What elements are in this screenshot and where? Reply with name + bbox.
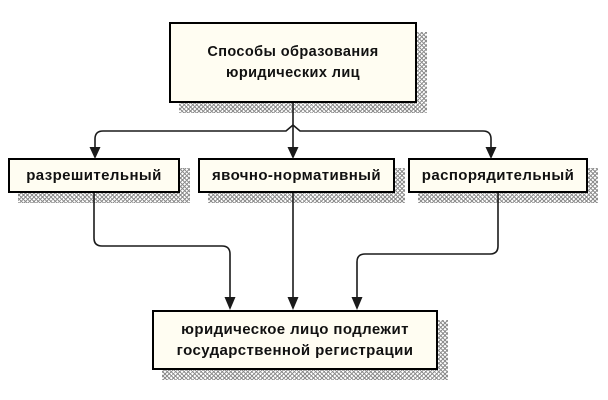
box-label-line: распорядительный	[421, 167, 575, 184]
box-declarative-normative-method: явочно-нормативный	[198, 158, 405, 203]
box-formation-methods: Способы образования юридических лиц	[169, 22, 427, 113]
box-permissive-method-face: разрешительный	[8, 158, 180, 193]
arrowhead-icon	[351, 297, 363, 310]
edge-root-branch	[94, 123, 492, 148]
box-state-registration: юридическое лицо подлежит государственно…	[152, 310, 448, 380]
arrowhead-icon	[287, 297, 299, 310]
box-administrative-method: распорядительный	[408, 158, 598, 203]
edge-administrative-to-registration	[356, 193, 499, 298]
box-administrative-method-face: распорядительный	[408, 158, 588, 193]
edge-permissive-to-registration	[93, 193, 231, 298]
box-label-line: юридическое лицо подлежит	[181, 321, 409, 338]
box-formation-methods-face: Способы образования юридических лиц	[169, 22, 417, 103]
box-permissive-method: разрешительный	[8, 158, 190, 203]
box-state-registration-face: юридическое лицо подлежит государственно…	[152, 310, 438, 370]
box-label-line: юридических лиц	[226, 64, 360, 81]
box-label-line: Способы образования	[207, 43, 379, 60]
arrowhead-icon	[224, 297, 236, 310]
box-label-line: разрешительный	[26, 167, 162, 184]
box-label-line: явочно-нормативный	[212, 167, 381, 184]
box-label-line: государственной регистрации	[176, 342, 414, 359]
box-declarative-normative-method-face: явочно-нормативный	[198, 158, 395, 193]
